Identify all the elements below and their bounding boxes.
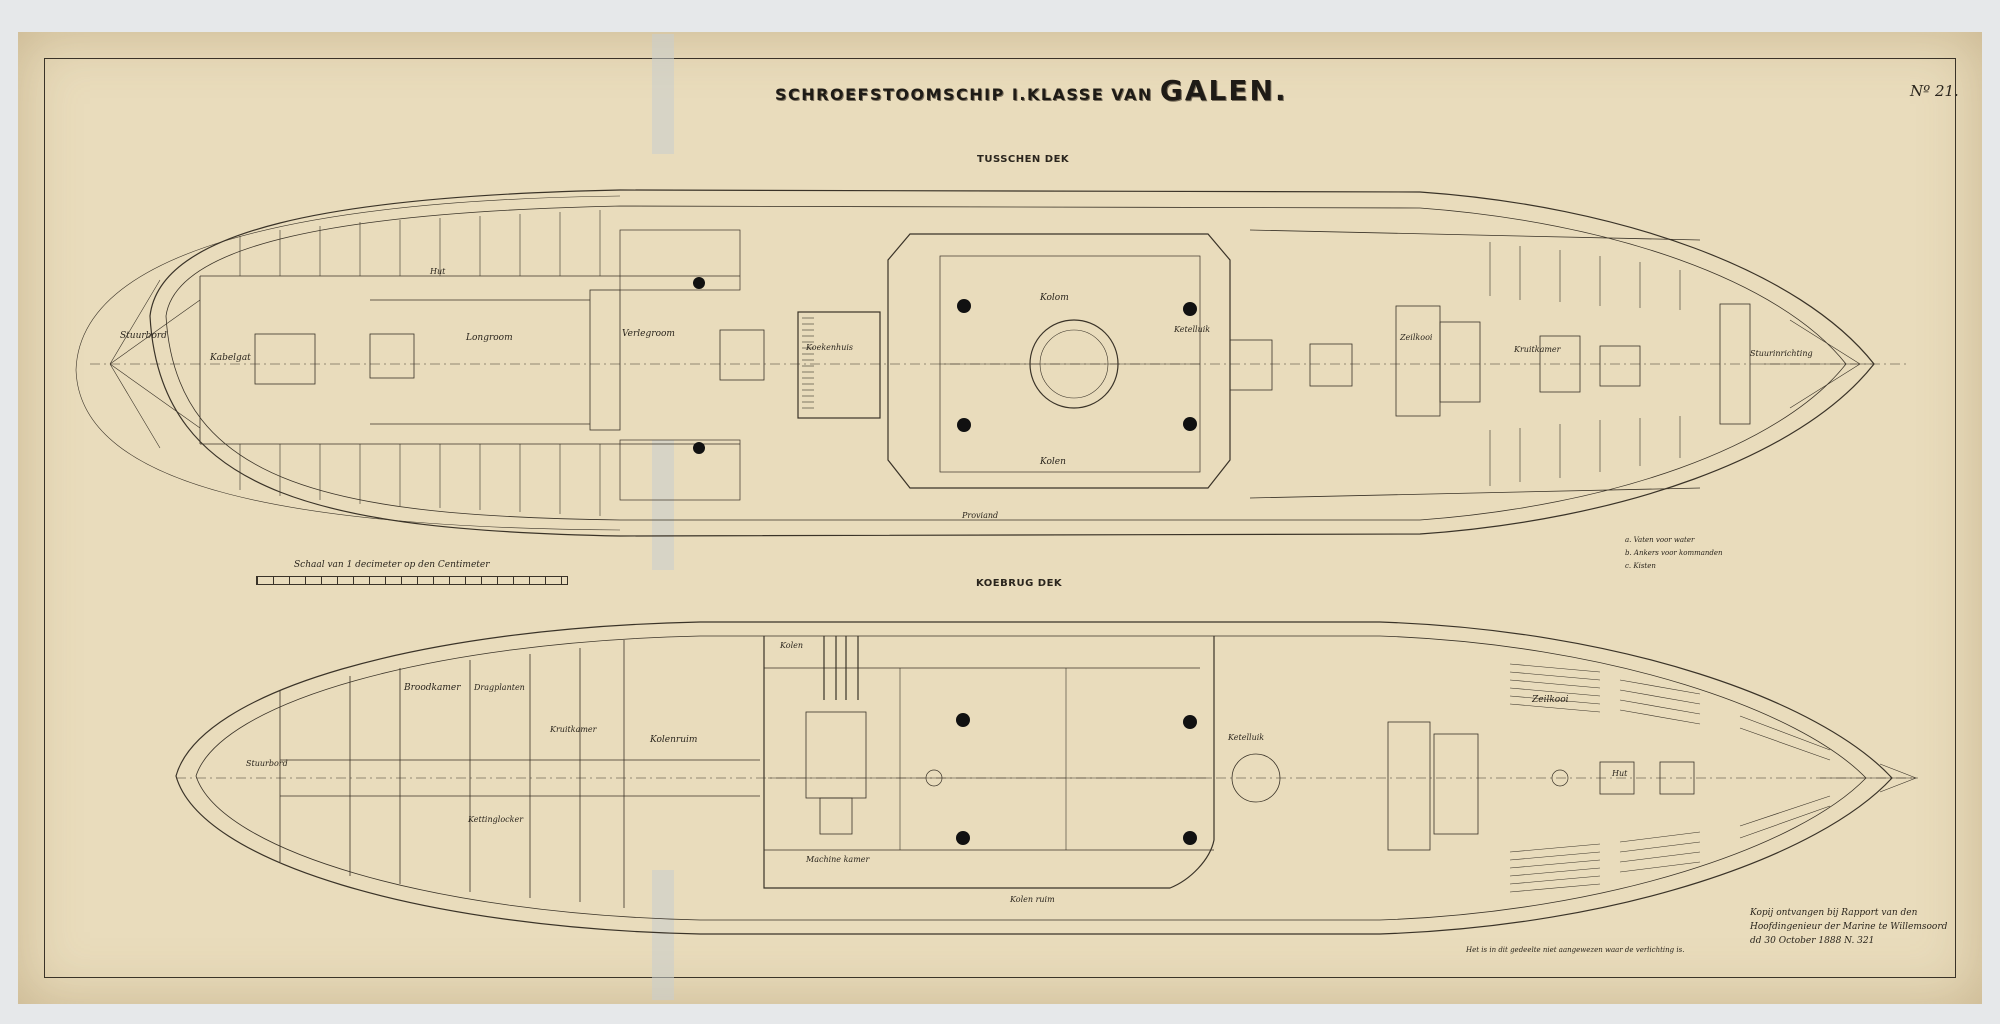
- lower-deck-label-6: Zeilkooi: [1531, 695, 1569, 705]
- lower-deck-label-4: Kruitkamer: [549, 725, 598, 734]
- title-prefix: SCHROEFSTOOMSCHIP I.KLASSE VAN: [775, 85, 1153, 104]
- sheet-number: Nº 21.: [1910, 82, 1959, 100]
- tape-strip: [652, 440, 674, 570]
- lower-deck-label-11: Hut: [1611, 769, 1628, 778]
- engine-grate: [805, 711, 867, 799]
- lower-deck-label-7: Machine kamer: [805, 855, 871, 864]
- lower-deck-label-0: Kolen: [779, 641, 803, 650]
- scale-label: Schaal van 1 decimeter op den Centimeter: [294, 560, 490, 570]
- footnote: Het is in dit gedeelte niet aangewezen w…: [1466, 946, 1685, 954]
- legend-item: c. Kisten: [1625, 562, 1656, 570]
- engine-room-casing: [887, 233, 1231, 489]
- stamp-line: Kopij ontvangen bij Rapport van den: [1750, 908, 1918, 918]
- lower-deck-label-8: Ketelluik: [1227, 733, 1264, 742]
- legend-item: b. Ankers voor kommanden: [1625, 549, 1723, 557]
- stamp-line: Hoofdingenieur der Marine te Willemsoord: [1750, 922, 1948, 932]
- upper-deck-label: TUSSCHEN DEK: [977, 154, 1070, 165]
- lower-deck-label-5: Kettinglocker: [467, 815, 524, 824]
- lower-deck-label: KOEBRUG DEK: [976, 578, 1063, 589]
- tape-strip: [652, 34, 674, 154]
- scale-bar: [256, 576, 568, 585]
- stamp-line: dd 30 October 1888 N. 321: [1750, 936, 1875, 946]
- machine-room: [763, 636, 1215, 889]
- drawing-sheet: [18, 32, 1982, 1004]
- receipt-annotation: Kopij ontvangen bij Rapport van den Hoof…: [1750, 906, 1950, 948]
- upper-deck-label-10: Kruitkamer: [1513, 345, 1562, 354]
- upper-deck-label-12: Stuurinrichting: [1750, 349, 1813, 358]
- drawing-title: SCHROEFSTOOMSCHIP I.KLASSE VAN GALEN.: [775, 74, 1288, 107]
- upper-deck-label-8: Zeilkooi: [1399, 333, 1433, 342]
- lower-deck-label-10: Stuurbord: [246, 759, 288, 768]
- lower-deck-label-3: Dragplanten: [473, 683, 525, 692]
- legend: a. Vaten voor water b. Ankers voor komma…: [1625, 534, 1723, 573]
- upper-deck-label-1: Kabelgat: [209, 353, 251, 363]
- upper-deck-label-2: Longroom: [465, 333, 513, 343]
- upper-deck-label-5: Kolen: [1039, 457, 1066, 467]
- legend-item: a. Vaten voor water: [1625, 536, 1695, 544]
- funnel-ring: [1039, 329, 1109, 399]
- upper-hull-inner: [75, 195, 621, 531]
- upper-deck-label-4: Kolom: [1039, 293, 1069, 303]
- lower-deck-label-1: Kolenruim: [649, 735, 697, 745]
- ship-name: GALEN.: [1159, 74, 1288, 107]
- lower-deck-label-9: Kolen ruim: [1009, 895, 1055, 904]
- upper-deck-label-3: Verlegroom: [622, 329, 675, 339]
- upper-deck-label-9: Proviand: [961, 511, 998, 520]
- upper-deck-label-0: Stuurbord: [120, 331, 167, 341]
- funnel-ring: [1029, 319, 1119, 409]
- upper-deck-label-7: Ketelluik: [1173, 325, 1210, 334]
- lower-deck-label-2: Broodkamer: [403, 683, 461, 693]
- upper-deck-label-6: Koekenhuis: [805, 343, 853, 352]
- upper-deck-label-11: Hut: [429, 267, 446, 276]
- drawing-border: [44, 58, 1956, 978]
- upper-hull-inner: [165, 205, 1847, 521]
- upper-hull-outline: [149, 189, 1875, 537]
- tape-strip: [652, 870, 674, 1000]
